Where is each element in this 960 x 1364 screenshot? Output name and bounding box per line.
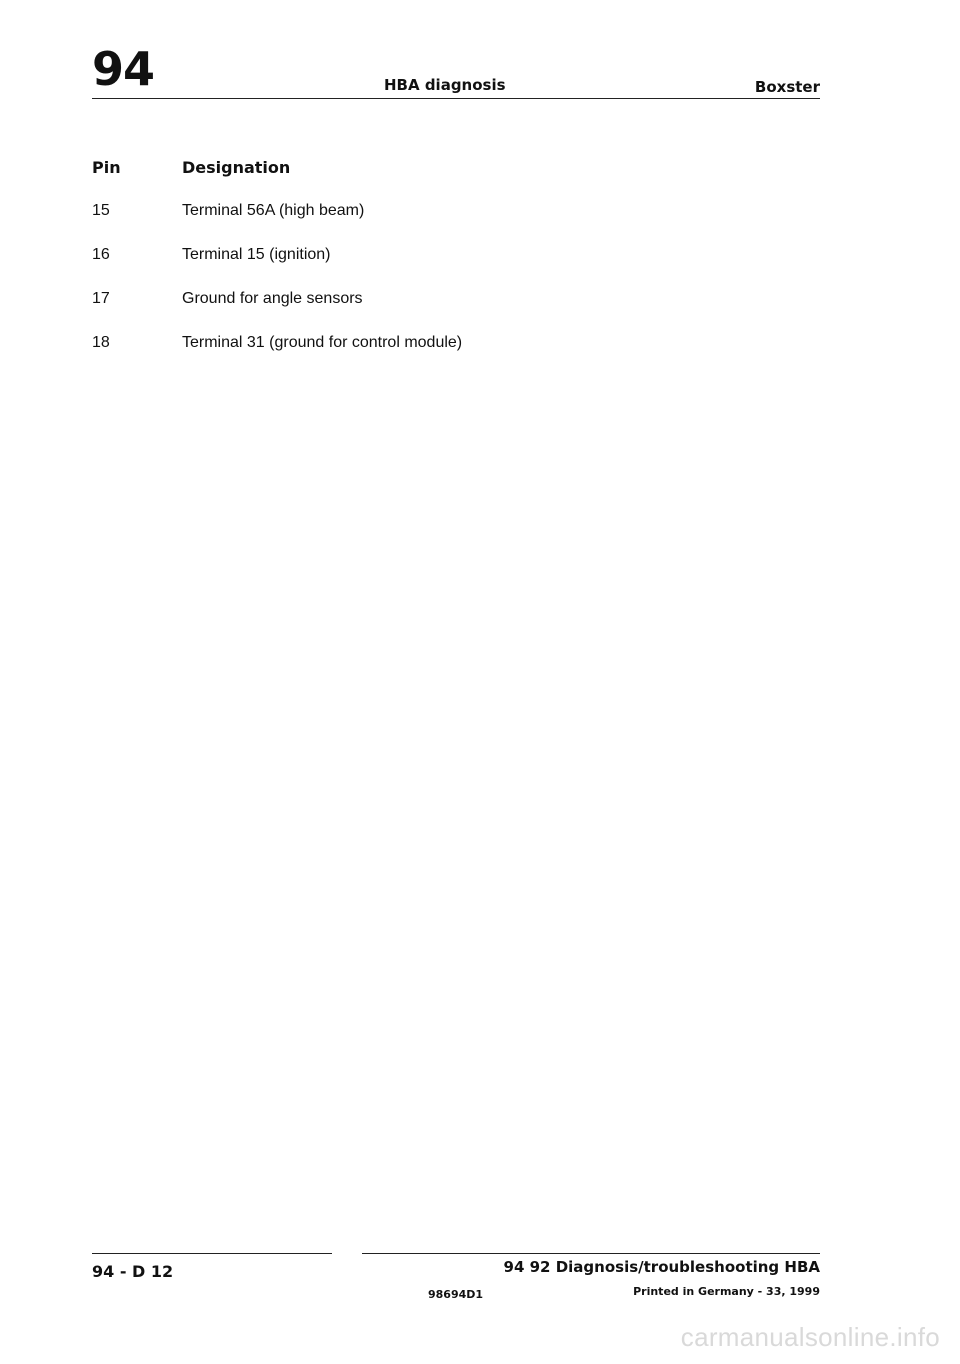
pin-cell: 18 <box>92 334 110 351</box>
footer-document-number: 98694D1 <box>428 1288 484 1301</box>
pin-cell: 16 <box>92 246 110 263</box>
footer-rule-left <box>92 1253 332 1254</box>
page-number: 94 - D 12 <box>92 1262 174 1281</box>
designation-cell: Terminal 56A (high beam) <box>182 202 365 219</box>
designation-cell: Terminal 31 (ground for control module) <box>182 334 463 351</box>
header-rule <box>92 98 820 99</box>
column-header-designation: Designation <box>182 158 291 177</box>
watermark: carmanualsonline.info <box>680 1322 940 1352</box>
header-model: Boxster <box>754 78 820 96</box>
designation-cell: Terminal 15 (ignition) <box>182 246 331 263</box>
pin-cell: 15 <box>92 202 110 219</box>
pin-cell: 17 <box>92 290 110 307</box>
table-row: 18 Terminal 31 (ground for control modul… <box>92 334 462 378</box>
table-row: 15 Terminal 56A (high beam) <box>92 202 462 246</box>
table-row: 17 Ground for angle sensors <box>92 290 462 334</box>
table-header-row: Pin Designation <box>92 158 462 202</box>
pin-designation-table: Pin Designation 15 Terminal 56A (high be… <box>92 158 462 378</box>
header-title: HBA diagnosis <box>384 76 506 94</box>
chapter-number: 94 <box>92 42 155 96</box>
designation-cell: Ground for angle sensors <box>182 290 363 307</box>
footer-section-title: 94 92 Diagnosis/troubleshooting HBA <box>503 1258 820 1276</box>
table-row: 16 Terminal 15 (ignition) <box>92 246 462 290</box>
footer-print-info: Printed in Germany - 33, 1999 <box>633 1285 820 1298</box>
footer-rule-right <box>362 1253 820 1254</box>
column-header-pin: Pin <box>92 158 121 177</box>
